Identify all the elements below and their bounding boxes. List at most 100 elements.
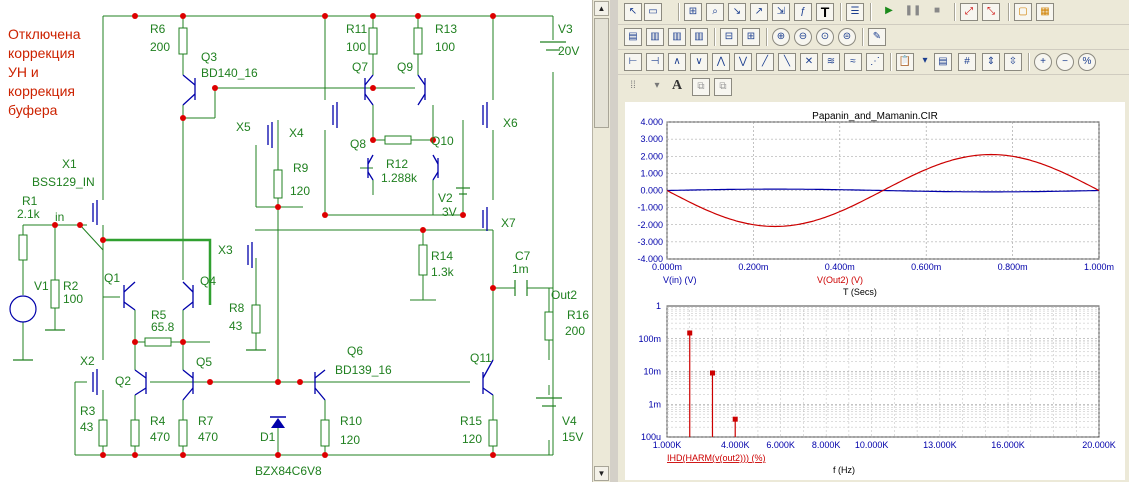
schematic-canvas[interactable]: Отключена коррекция УН и коррекция буфер… xyxy=(0,0,592,482)
zoom-box-icon[interactable]: ⌕ xyxy=(706,3,724,21)
label-D1: D1 xyxy=(260,430,276,444)
plot1-xtick: 0.600m xyxy=(911,262,941,272)
label-R3: R3 xyxy=(80,404,96,418)
run-icon[interactable]: ▶ xyxy=(885,5,893,16)
table-icon[interactable]: ▤ xyxy=(934,53,952,71)
trace-icon-9[interactable]: ✕ xyxy=(800,53,818,71)
toolbar-row-2: ▤ ▥ ▥ ▥ ⊟ ⊞ ⊕ ⊖ ⊙ ⊜ ✎ xyxy=(618,25,1129,50)
trace-icon-1[interactable]: ⊢ xyxy=(624,53,642,71)
stop-icon[interactable]: ■ xyxy=(933,5,941,16)
plot-layout4-icon[interactable]: ▥ xyxy=(690,28,708,46)
probe2-icon[interactable]: ⤡ xyxy=(982,3,1000,21)
paste-icon[interactable]: ⧉ xyxy=(714,78,732,96)
trace-icon-12[interactable]: ⋰ xyxy=(866,53,884,71)
dropdown-icon-2[interactable]: ▾ xyxy=(654,80,660,91)
label-V1: V1 xyxy=(34,279,49,293)
select-icon[interactable]: ▭ xyxy=(644,3,662,21)
grid-icon[interactable]: ▢ xyxy=(1014,3,1032,21)
plot-layout-icon[interactable]: ▤ xyxy=(624,28,642,46)
font-icon[interactable]: A xyxy=(671,78,683,93)
grid2-icon[interactable]: ▦ xyxy=(1036,3,1054,21)
edit-plot-icon[interactable]: ✎ xyxy=(868,28,886,46)
trace-icon-11[interactable]: ≈ xyxy=(844,53,862,71)
cursor-icon[interactable]: ↘ xyxy=(728,3,746,21)
label-R6: R6 xyxy=(150,22,166,36)
plot-layout3-icon[interactable]: ▥ xyxy=(668,28,686,46)
trace-icon-2[interactable]: ⊣ xyxy=(646,53,664,71)
dropdown-icon[interactable]: ▾ xyxy=(922,55,928,66)
zener-diode xyxy=(271,418,285,428)
trace-icon-8[interactable]: ╲ xyxy=(778,53,796,71)
text-icon[interactable]: T xyxy=(816,3,834,21)
label-R4: R4 xyxy=(150,414,166,428)
transient-plot: 4.0003.0002.0001.0000.000-1.000-2.000-3.… xyxy=(637,117,1114,297)
label-R16-value: 200 xyxy=(565,324,585,338)
zoom-out-icon[interactable]: ⊖ xyxy=(794,28,812,46)
label-R5: R5 xyxy=(151,308,167,322)
label-R10-value: 120 xyxy=(340,433,360,447)
trace-icon-5[interactable]: ⋀ xyxy=(712,53,730,71)
label-R11: R11 xyxy=(346,22,367,36)
probe-icon[interactable]: ⤢ xyxy=(960,3,978,21)
fit2-icon[interactable]: ⇳ xyxy=(1004,53,1022,71)
label-Q6-type: BD139_16 xyxy=(335,363,392,377)
function-icon[interactable]: ƒ xyxy=(794,3,812,21)
label-Q11: Q11 xyxy=(470,351,492,365)
magnify-minus-icon[interactable]: − xyxy=(1056,53,1074,71)
plot1-ytick: -2.000 xyxy=(637,220,663,230)
trace-icon-7[interactable]: ╱ xyxy=(756,53,774,71)
scale-icon[interactable]: ⊞ xyxy=(684,3,702,21)
plot1-xtick: 0.200m xyxy=(738,262,768,272)
plot2-xtick: 10.000K xyxy=(855,440,889,450)
label-R10: R10 xyxy=(340,414,362,428)
plot2-point xyxy=(709,370,715,376)
fit-icon[interactable]: ⇕ xyxy=(982,53,1000,71)
plot2-xtick: 16.000K xyxy=(991,440,1025,450)
plot2-xtick: 13.000K xyxy=(923,440,957,450)
pause-icon[interactable]: ❚❚ xyxy=(904,5,922,16)
go-icon[interactable]: ↗ xyxy=(750,3,768,21)
label-Q3: Q3 xyxy=(201,50,217,64)
numbers-icon[interactable]: # xyxy=(958,53,976,71)
properties-icon[interactable]: ☰ xyxy=(846,3,864,21)
plot-area[interactable]: Papanin_and_Mamanin.CIR 4.0003.0002.0001… xyxy=(625,102,1125,480)
vertical-scrollbar[interactable]: ▲ ▼ xyxy=(592,0,610,482)
magnify-plus-icon[interactable]: + xyxy=(1034,53,1052,71)
scroll-up-icon[interactable]: ▲ xyxy=(594,1,609,16)
svg-text:УН и: УН и xyxy=(8,64,39,80)
measure-icon[interactable]: ⇲ xyxy=(772,3,790,21)
label-R12-value: 1.288k xyxy=(381,171,418,185)
scroll-down-icon[interactable]: ▼ xyxy=(594,466,609,481)
copy-icon[interactable]: ⧉ xyxy=(692,78,710,96)
label-R8-value: 43 xyxy=(229,319,243,333)
scroll-thumb[interactable] xyxy=(594,18,609,128)
trace-icon-10[interactable]: ≋ xyxy=(822,53,840,71)
plot1-xtick: 1.000m xyxy=(1084,262,1114,272)
label-R13-value: 100 xyxy=(435,40,455,54)
label-X5: X5 xyxy=(236,120,251,134)
trace-icon-6[interactable]: ⋁ xyxy=(734,53,752,71)
label-X2: X2 xyxy=(80,354,95,368)
toolbar-row-4: ⁞⁞ ▾ A ⧉ ⧉ xyxy=(618,75,1129,99)
plot2-xtick: 20.000K xyxy=(1082,440,1116,450)
trace-icon-4[interactable]: ∨ xyxy=(690,53,708,71)
zoom-fit-icon[interactable]: ⊙ xyxy=(816,28,834,46)
magnify-100-icon[interactable]: % xyxy=(1078,53,1096,71)
label-R14: R14 xyxy=(431,249,453,263)
pane-splitter[interactable] xyxy=(610,0,618,482)
arrow-icon[interactable]: ↖ xyxy=(624,3,642,21)
split-v-icon[interactable]: ⊞ xyxy=(742,28,760,46)
plot2-ytick: 10m xyxy=(643,367,661,377)
label-X4: X4 xyxy=(289,126,304,140)
plot-layout2-icon[interactable]: ▥ xyxy=(646,28,664,46)
label-R2: R2 xyxy=(63,279,79,293)
trace-icon-3[interactable]: ∧ xyxy=(668,53,686,71)
zoom-in-icon[interactable]: ⊕ xyxy=(772,28,790,46)
zoom-reset-icon[interactable]: ⊜ xyxy=(838,28,856,46)
label-V2: V2 xyxy=(438,191,453,205)
highlighted-wire xyxy=(103,238,212,305)
clipboard-icon[interactable]: 📋 xyxy=(896,53,914,71)
split-h-icon[interactable]: ⊟ xyxy=(720,28,738,46)
label-R7-value: 470 xyxy=(198,430,218,444)
transistors xyxy=(92,74,494,401)
